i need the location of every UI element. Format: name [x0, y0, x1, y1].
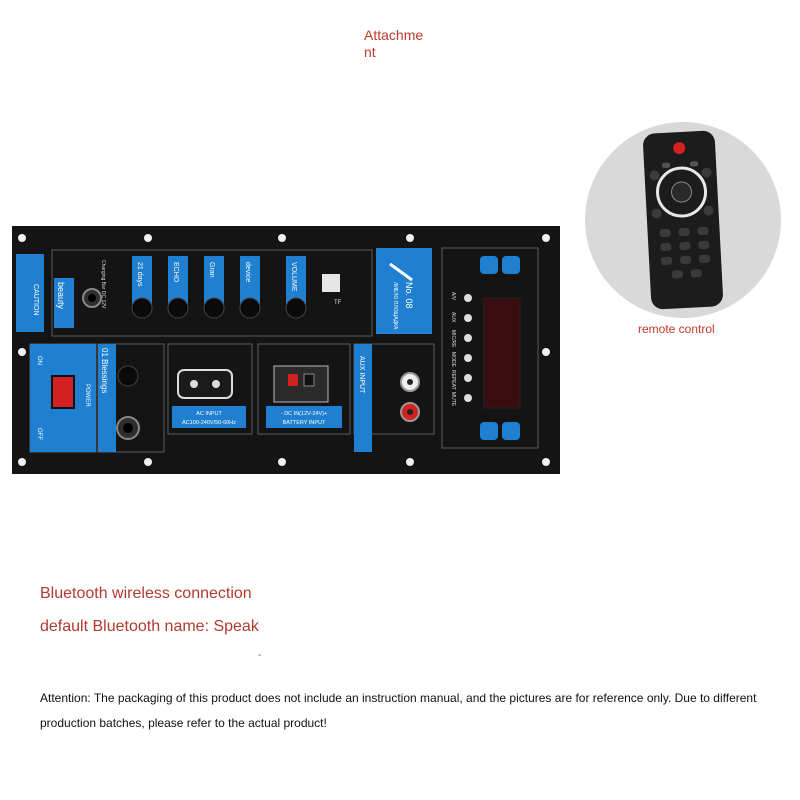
attachment-label: Attachme nt: [364, 27, 424, 60]
power-on-label: ON: [36, 356, 42, 365]
knob-label-3: Gran: [208, 262, 215, 278]
mic-plate-sub: ЛИЕЛО ПЛОЩАДКА: [392, 282, 398, 330]
dc-terminal-icon: [273, 365, 329, 403]
ac-input-label: AC INPUT: [196, 411, 222, 417]
beauty-label: beauty: [56, 282, 66, 310]
display-button-top-left: [480, 256, 498, 274]
display-button-label-3: MIC/RE: [450, 330, 456, 348]
microphone-icon: [389, 262, 413, 282]
aux-input-label: AUX INPUT: [358, 356, 365, 394]
knob-label-2: ECHO: [172, 262, 179, 283]
remote-image-circle: [585, 122, 781, 318]
display-button-bottom-right: [502, 422, 520, 440]
usb-port-icon: [322, 274, 340, 292]
power-switch-icon: [51, 375, 75, 409]
aux-plate: [354, 344, 372, 452]
amplifier-panel-image: CAUTION beauty Charging Bar DC 12V 21 da…: [12, 226, 560, 474]
blessings-label: 01 Blessings: [100, 348, 109, 393]
mounting-holes: [18, 234, 550, 466]
knob-row: [131, 256, 307, 319]
dash-mark: -: [258, 650, 262, 661]
display-buttons: [464, 294, 472, 402]
caution-text: CAUTION: [32, 284, 39, 316]
ac-socket-icon: [177, 369, 233, 399]
led-display: [483, 297, 521, 409]
knob-label-1: 21 days: [136, 262, 143, 287]
charge-label: Charging Bar DC 12V: [100, 260, 106, 309]
display-button-bottom-left: [480, 422, 498, 440]
mic-plate: [376, 248, 432, 334]
display-button-label-5: REPEAT: [450, 370, 456, 390]
display-button-top-right: [502, 256, 520, 274]
usb-label: TF: [334, 300, 342, 306]
bluetooth-connection-text: Bluetooth wireless connection: [40, 585, 252, 602]
dc-input-label: - DC IN(12V-24V)+: [281, 411, 327, 417]
knob-label-5: VOLUME: [290, 262, 297, 292]
mic-plate-label: No. 08: [404, 282, 414, 309]
bluetooth-name-text: default Bluetooth name: Speak: [40, 618, 259, 635]
display-button-label-2: AUX: [450, 312, 456, 323]
blessings-plate: [98, 344, 116, 452]
caution-plate: [16, 254, 44, 332]
remote-control-label: remote control: [638, 322, 715, 336]
display-button-label-6: MUTE: [450, 392, 456, 407]
dc-input-spec: BATTERY INPUT: [283, 420, 326, 426]
attention-notice: Attention: The packaging of this product…: [40, 691, 757, 730]
knob-label-4: device: [244, 262, 251, 282]
beauty-plate: [54, 278, 74, 328]
power-off-label: OFF: [36, 428, 42, 440]
remote-control-icon: [643, 130, 723, 310]
power-label: POWER: [84, 384, 90, 407]
blessings-knob-icon: [117, 365, 139, 387]
display-button-label-4: MODE: [450, 352, 456, 368]
display-button-label-1: A/V: [450, 292, 456, 301]
ac-input-spec: AC100-240V/50-60Hz: [182, 420, 236, 426]
